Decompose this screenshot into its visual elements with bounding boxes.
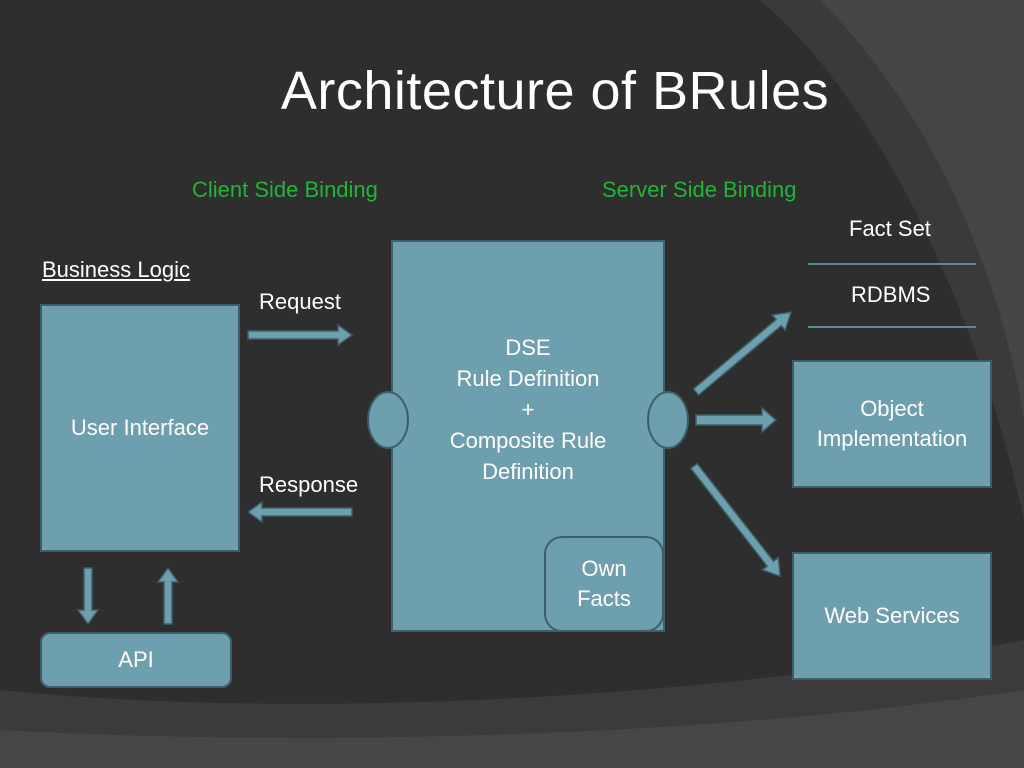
fact-set-label: Fact Set xyxy=(849,216,931,241)
down-arrow xyxy=(76,567,100,626)
web-services-box: Web Services xyxy=(792,552,992,680)
own-facts-label: Own Facts xyxy=(577,556,631,611)
rdbms-label: RDBMS xyxy=(851,282,931,307)
web-services-label: Web Services xyxy=(824,603,960,628)
slide-title: Architecture of BRules xyxy=(280,61,830,121)
own-facts-box: Own Facts xyxy=(544,536,664,632)
client-side-binding-label: Client Side Binding xyxy=(192,177,378,202)
background-swoosh-bottom-light xyxy=(0,690,1024,768)
api-label: API xyxy=(118,647,154,672)
request-label: Request xyxy=(259,289,341,314)
client-connector-oval xyxy=(367,391,409,449)
response-label: Response xyxy=(259,472,359,497)
dse-block-label: DSE Rule Definition + Composite Rule Def… xyxy=(449,335,607,484)
object-implementation-arrow xyxy=(695,406,778,434)
server-side-binding-label: Server Side Binding xyxy=(602,177,797,202)
object-implementation-box: Object Implementation xyxy=(792,360,992,488)
fact-set-divider-top xyxy=(808,263,976,265)
fact-set-divider-bottom xyxy=(808,326,976,328)
web-services-arrow xyxy=(689,462,782,578)
up-arrow xyxy=(156,566,180,625)
api-box: API xyxy=(40,632,232,688)
response-arrow xyxy=(246,500,353,524)
object-implementation-label: Object Implementation xyxy=(816,396,968,451)
user-interface-box: User Interface xyxy=(40,304,240,552)
server-connector-oval xyxy=(647,391,689,449)
fact-set-arrow xyxy=(692,311,793,397)
request-arrow xyxy=(247,323,354,347)
background-swoosh-right xyxy=(820,0,1024,420)
user-interface-label: User Interface xyxy=(70,415,210,440)
business-logic-label: Business Logic xyxy=(42,257,190,282)
